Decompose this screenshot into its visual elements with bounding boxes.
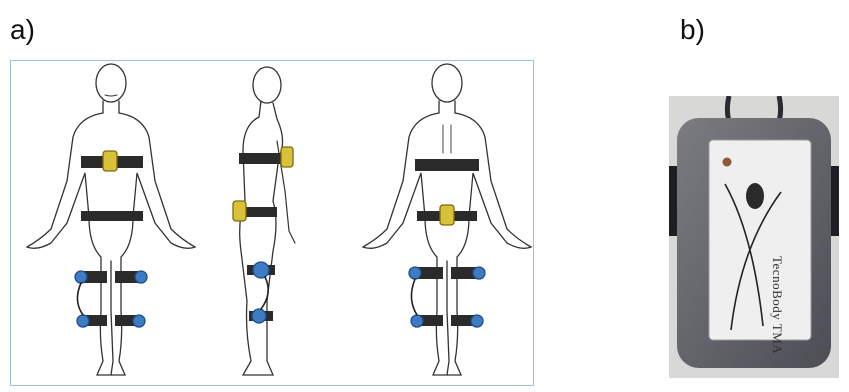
back-sensor-thigh-right (473, 267, 485, 279)
side-sensor-thigh (253, 262, 269, 278)
side-chest-strap (239, 153, 285, 164)
side-chest-sensor (281, 147, 293, 167)
front-sensor-shin-right (133, 315, 145, 327)
side-waist-sensor (233, 201, 246, 221)
side-sensor-shin (252, 309, 266, 323)
device-logo-dot-small (723, 158, 732, 167)
front-chest-sensor (103, 151, 117, 171)
sensor-placement-illustration (10, 60, 534, 386)
device-brand-text: TecnoBody TMA (769, 256, 785, 354)
front-sensor-shin-left (77, 315, 89, 327)
panel-a-label: a) (10, 16, 35, 44)
back-sensor-shin-right (471, 315, 483, 327)
panel-b-label: b) (680, 16, 705, 44)
device-photo: TecnoBody TMA (669, 96, 839, 378)
back-sensor-thigh-left (409, 267, 421, 279)
front-cable (77, 283, 83, 315)
device-screen (709, 140, 811, 340)
front-sensor-thigh-right (135, 271, 147, 283)
side-view-figure (240, 67, 295, 375)
back-cable (411, 279, 417, 315)
back-waist-sensor (440, 205, 454, 225)
front-waist-strap (81, 211, 143, 221)
device-logo-head (746, 183, 764, 209)
back-chest-strap (415, 159, 479, 171)
back-sensor-shin-left (411, 315, 423, 327)
front-sensor-thigh-left (75, 271, 87, 283)
